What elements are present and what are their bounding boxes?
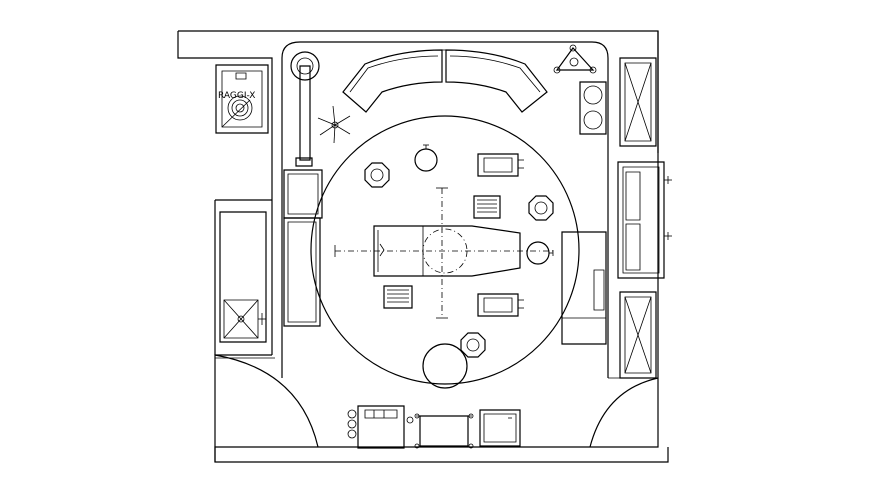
monitor-upper <box>478 154 524 176</box>
floor-grate-lower <box>384 286 412 308</box>
instrument-table-left <box>284 218 320 326</box>
round-stand-top <box>415 145 437 171</box>
right-cabinet-top <box>620 58 656 146</box>
kick-bucket <box>423 344 467 388</box>
right-inner-cabinet <box>562 232 606 344</box>
equipment-cabinet-right <box>480 410 520 446</box>
stool-bottom <box>461 333 485 357</box>
swivel-chair <box>318 106 350 143</box>
tripod-stand <box>554 45 596 73</box>
gas-cylinders <box>580 82 606 134</box>
curved-console <box>343 50 547 112</box>
right-cabinet-bottom <box>620 292 656 378</box>
stool-right <box>529 196 553 220</box>
xray-unit: RAGGI-X <box>216 65 268 133</box>
equipment-cart-left <box>348 406 413 448</box>
equipment-cart-middle <box>415 414 473 448</box>
center-axes <box>335 188 555 318</box>
operating-table <box>374 226 520 276</box>
stool-upper-left <box>365 163 389 187</box>
operating-light-radius <box>311 116 579 384</box>
scrub-sink <box>618 162 672 278</box>
left-wall-cabinet <box>220 212 266 342</box>
monitor-lower <box>478 294 524 316</box>
round-stand-right <box>527 242 553 264</box>
ceiling-pendant-arm <box>291 52 319 166</box>
xray-label: RAGGI-X <box>218 91 255 101</box>
floor-grate-upper <box>474 196 500 218</box>
